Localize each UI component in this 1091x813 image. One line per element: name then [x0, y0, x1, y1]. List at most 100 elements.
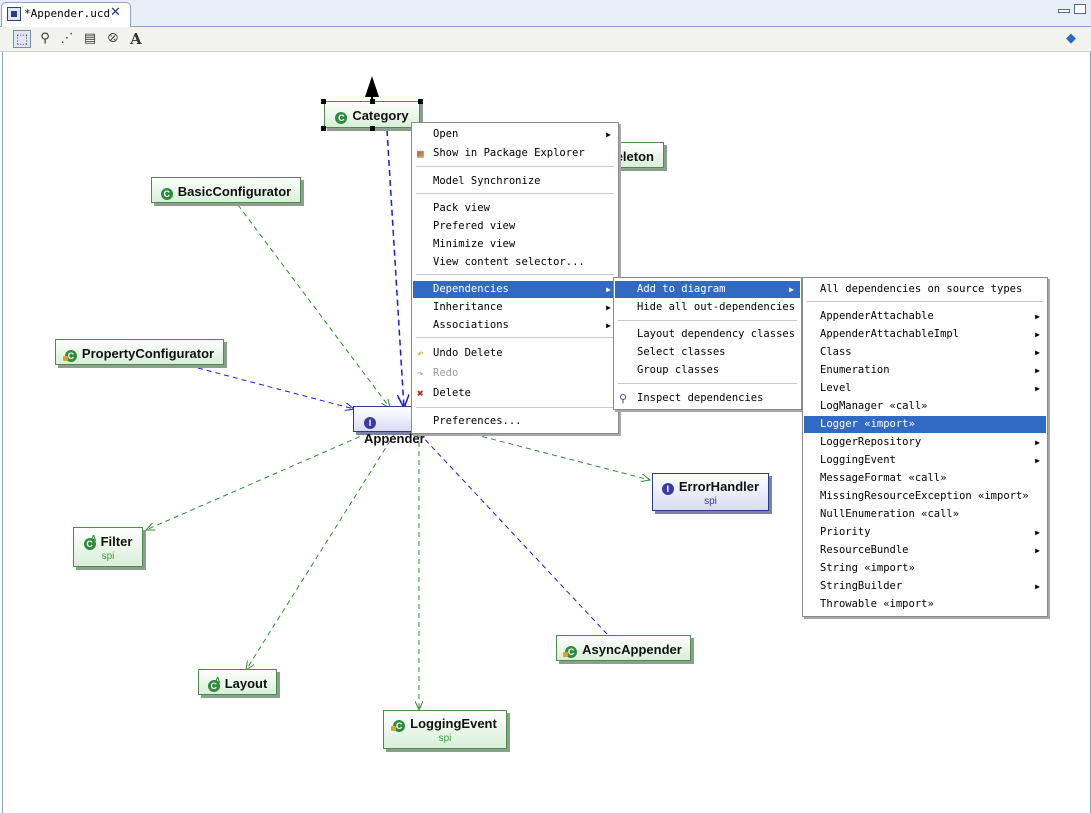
- inspect-icon: ⚲: [619, 392, 628, 405]
- menu-item-layout-dependency-classes[interactable]: Layout dependency classes: [615, 326, 800, 343]
- submenu-arrow-icon: ▶: [1035, 366, 1040, 375]
- interface-appender[interactable]: IAppender: [353, 406, 425, 446]
- class-async-appender[interactable]: C AsyncAppender: [556, 635, 691, 661]
- selection-handle[interactable]: [418, 99, 423, 104]
- class-name: BasicConfigurator: [177, 184, 292, 199]
- menu-item-dependency-target[interactable]: Level▶: [804, 380, 1046, 397]
- menu-item-label: Level: [820, 382, 852, 394]
- menu-item-delete[interactable]: ✖Delete: [413, 385, 617, 402]
- menu-item-dependency-target[interactable]: String «import»: [804, 560, 1046, 577]
- menu-item-dependency-target[interactable]: LoggerRepository▶: [804, 434, 1046, 451]
- submenu-arrow-icon: ▶: [1035, 330, 1040, 339]
- menu-separator: [416, 274, 614, 275]
- menu-item-inspect-dependencies[interactable]: ⚲Inspect dependencies: [615, 390, 800, 407]
- edge-propertyconfigurator-appender[interactable]: [197, 367, 354, 409]
- menu-item-dependency-target[interactable]: Throwable «import»: [804, 596, 1046, 613]
- dependencies-submenu: Add to diagram▶ Hide all out-dependencie…: [613, 277, 802, 410]
- menu-item-dependency-target[interactable]: Logger «import»: [804, 416, 1046, 433]
- menu-item-add-to-diagram[interactable]: Add to diagram▶: [615, 281, 800, 298]
- select-icon[interactable]: ⬚: [13, 30, 31, 48]
- class-name: AsyncAppender: [582, 642, 682, 657]
- edge-category-appender[interactable]: [386, 129, 404, 408]
- menu-item-dependency-target[interactable]: MissingResourceException «import»: [804, 488, 1046, 505]
- menu-item-associations[interactable]: Associations▶: [413, 317, 617, 334]
- menu-item-dependency-target[interactable]: AppenderAttachableImpl▶: [804, 326, 1046, 343]
- menu-item-dependency-target[interactable]: LogManager «call»: [804, 398, 1046, 415]
- menu-item-dependency-target[interactable]: Priority▶: [804, 524, 1046, 541]
- menu-item-select-classes[interactable]: Select classes: [615, 344, 800, 361]
- selection-handle[interactable]: [321, 99, 326, 104]
- menu-item-dependency-target[interactable]: LoggingEvent▶: [804, 452, 1046, 469]
- menu-item-label: Delete: [433, 387, 471, 399]
- menu-item-label: Preferences...: [433, 415, 522, 427]
- edge-asyncappender-appender[interactable]: [418, 432, 608, 635]
- note-icon[interactable]: ▤: [83, 31, 97, 46]
- menu-item-group-classes[interactable]: Group classes: [615, 362, 800, 379]
- interface-name: Appender: [364, 431, 425, 446]
- interface-name: ErrorHandler: [678, 479, 760, 494]
- menu-item-dependency-target[interactable]: Enumeration ▶: [804, 362, 1046, 379]
- edge-basicconfigurator-appender[interactable]: [237, 204, 390, 408]
- menu-item-label: View content selector...: [433, 256, 585, 268]
- menu-item-prefered-view[interactable]: Prefered view: [413, 218, 617, 235]
- menu-item-label: Add to diagram: [637, 283, 726, 295]
- menu-item-dependency-target[interactable]: ResourceBundle▶: [804, 542, 1046, 559]
- selection-handle[interactable]: [370, 126, 375, 131]
- text-icon[interactable]: A: [130, 30, 142, 48]
- menu-item-preferences[interactable]: Preferences...: [413, 413, 617, 430]
- submenu-arrow-icon: ▶: [1035, 312, 1040, 321]
- menu-separator: [416, 166, 614, 167]
- menu-item-label: AppenderAttachable: [820, 310, 934, 322]
- edge-appender-layout[interactable]: [246, 432, 396, 670]
- menu-item-all-dependencies[interactable]: All dependencies on source types: [804, 281, 1046, 298]
- menu-item-dependencies[interactable]: Dependencies▶: [413, 281, 617, 298]
- editor-tab[interactable]: *Appender.ucd ✕: [1, 2, 131, 27]
- submenu-arrow-icon: ▶: [606, 303, 611, 312]
- undo-icon: ↶: [417, 347, 424, 360]
- menu-item-label: Dependencies: [433, 283, 509, 295]
- menu-item-label: Enumeration: [820, 364, 890, 376]
- menu-item-show-in-package-explorer[interactable]: ▦Show in Package Explorer: [413, 145, 617, 162]
- edge-appender-filter[interactable]: [146, 432, 369, 530]
- menu-item-minimize-view[interactable]: Minimize view: [413, 236, 617, 253]
- minimize-icon[interactable]: [1058, 9, 1070, 13]
- menu-item-inheritance[interactable]: Inheritance▶: [413, 299, 617, 316]
- menu-item-open[interactable]: Open▶: [413, 126, 617, 143]
- class-icon: C: [563, 646, 578, 658]
- menu-item-dependency-target[interactable]: MessageFormat «call»: [804, 470, 1046, 487]
- menu-item-label: Model Synchronize: [433, 175, 541, 187]
- selection-handle[interactable]: [370, 99, 375, 104]
- menu-item-dependency-target[interactable]: AppenderAttachable ▶: [804, 308, 1046, 325]
- menu-item-pack-view[interactable]: Pack view: [413, 200, 617, 217]
- menu-item-label: Group classes: [637, 364, 720, 376]
- menu-item-dependency-target[interactable]: StringBuilder▶: [804, 578, 1046, 595]
- menu-item-label: Throwable «import»: [820, 598, 934, 610]
- connection-icon[interactable]: ⋰: [60, 31, 74, 46]
- menu-item-dependency-target[interactable]: Class▶: [804, 344, 1046, 361]
- menu-item-view-content-selector[interactable]: View content selector...: [413, 254, 617, 271]
- zoom-icon[interactable]: ⚲: [40, 31, 50, 46]
- selection-handle[interactable]: [321, 126, 326, 131]
- menu-item-label: Show in Package Explorer: [433, 147, 585, 159]
- menu-item-label: StringBuilder: [820, 580, 903, 592]
- close-icon[interactable]: ✕: [110, 5, 121, 20]
- menu-separator: [618, 383, 797, 384]
- menu-item-label: Associations: [433, 319, 509, 331]
- submenu-arrow-icon: ▶: [1035, 348, 1040, 357]
- menu-item-dependency-target[interactable]: NullEnumeration «call»: [804, 506, 1046, 523]
- menu-item-model-synchronize[interactable]: Model Synchronize: [413, 173, 617, 190]
- menu-item-undo-delete[interactable]: ↶Undo Delete: [413, 345, 617, 362]
- link-icon[interactable]: ⦼: [107, 31, 119, 46]
- menu-item-label: MissingResourceException «import»: [820, 490, 1029, 502]
- maximize-icon[interactable]: [1074, 4, 1086, 14]
- menu-item-hide-all-out-dependencies[interactable]: Hide all out-dependencies: [615, 299, 800, 316]
- package-icon[interactable]: ◆: [1066, 31, 1076, 46]
- menu-separator: [807, 301, 1043, 302]
